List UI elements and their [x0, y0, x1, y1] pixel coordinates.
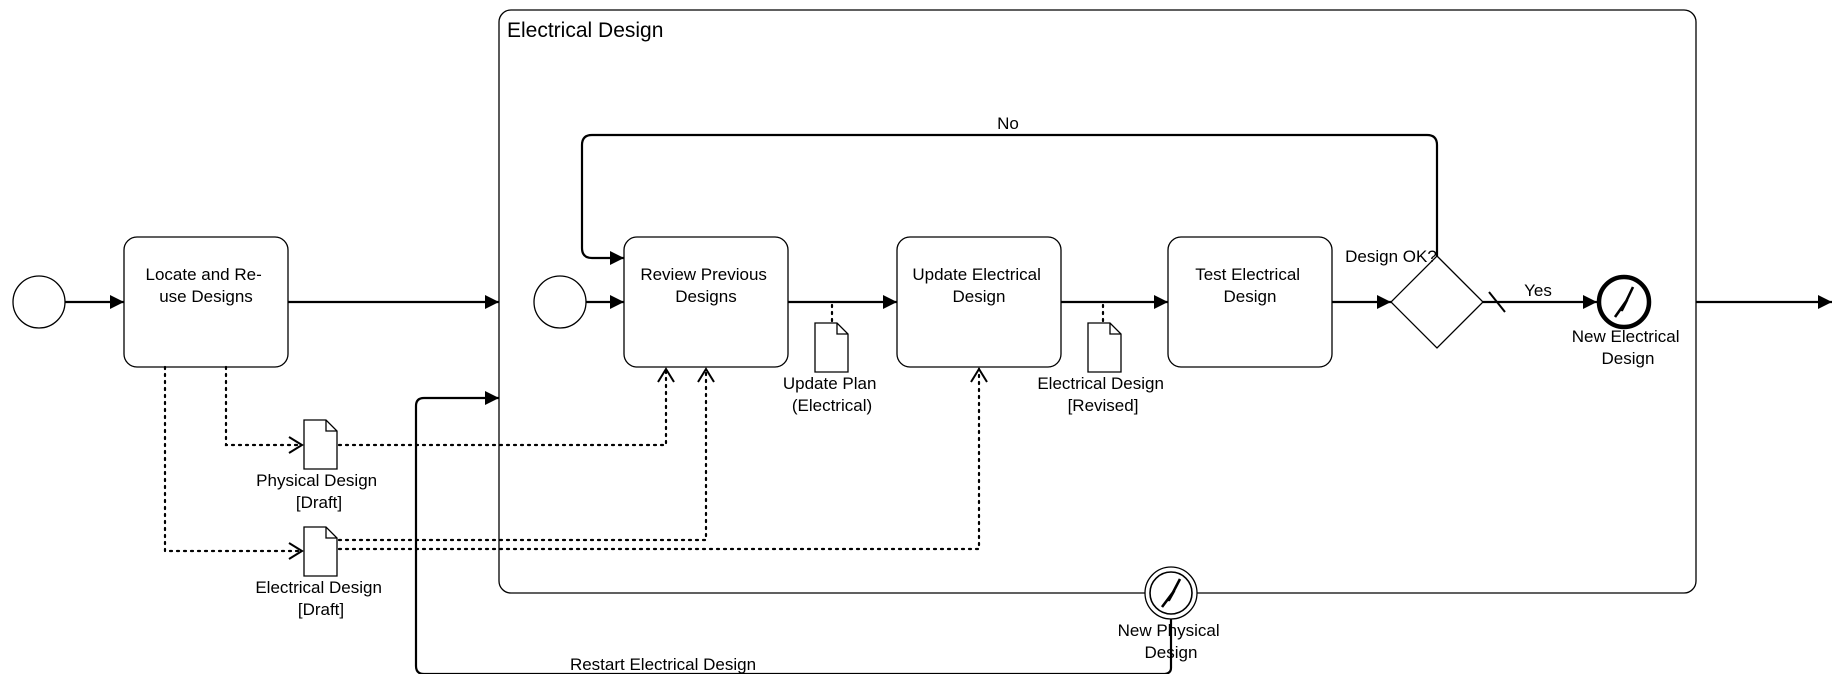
electrical-draft-label: Electrical Design [Draft] — [255, 578, 386, 619]
default-flow-slash — [1488, 291, 1506, 313]
task-review-label: Review Previous Designs — [640, 265, 771, 306]
end-event-label: New Electrical Design — [1572, 327, 1684, 368]
task-review-line-2: Designs — [675, 287, 736, 306]
task-test-line-1: Test Electrical — [1195, 265, 1300, 284]
electrical-revised-line-2: [Revised] — [1068, 396, 1139, 415]
association-head — [657, 367, 675, 383]
association-electrical-draft-to-review — [337, 367, 708, 542]
data-object-fold — [1109, 323, 1121, 335]
association-head — [288, 436, 304, 454]
inner-start-event[interactable] — [533, 275, 587, 329]
flow-label-no: No — [997, 114, 1019, 133]
task-test-label: Test Electrical Design — [1195, 265, 1305, 306]
gateway-label: Design OK? — [1345, 247, 1437, 266]
data-object-fold — [325, 420, 337, 432]
sequence-flow-restart — [414, 391, 1173, 674]
data-object-update-plan[interactable] — [814, 322, 849, 373]
electrical-revised-label: Electrical Design [Revised] — [1037, 374, 1168, 415]
end-signal-event[interactable] — [1596, 274, 1652, 330]
flow-label-restart: Restart Electrical Design — [570, 655, 756, 674]
electrical-draft-line-2: [Draft] — [298, 600, 344, 619]
data-object-physical-draft[interactable] — [303, 419, 338, 470]
association-head — [970, 367, 988, 383]
association-head — [697, 367, 715, 383]
association-electrical-draft-to-update — [337, 367, 981, 551]
data-object-electrical-draft[interactable] — [303, 526, 338, 577]
association-physical-draft-to-review — [337, 367, 668, 447]
start-event[interactable] — [12, 275, 66, 329]
end-event-line-2: Design — [1602, 349, 1655, 368]
update-plan-label: Update Plan (Electrical) — [783, 374, 881, 415]
update-plan-line-2: (Electrical) — [792, 396, 872, 415]
gateway-design-ok[interactable] — [1390, 255, 1484, 349]
task-review-line-1: Review Previous — [640, 265, 767, 284]
task-locate-line-1: Locate and Re- — [146, 265, 262, 284]
physical-draft-line-2: [Draft] — [296, 493, 342, 512]
data-object-electrical-revised[interactable] — [1087, 322, 1122, 373]
association-locate-to-electrical-draft — [163, 365, 304, 553]
association-locate-to-physical-draft — [224, 365, 304, 447]
physical-draft-label: Physical Design [Draft] — [256, 471, 382, 512]
flow-label-yes: Yes — [1524, 281, 1552, 300]
task-update-line-2: Design — [953, 287, 1006, 306]
task-locate-line-2: use Designs — [159, 287, 253, 306]
lightning-icon — [1160, 578, 1182, 608]
boundary-event-line-1: New Physical — [1118, 621, 1220, 640]
data-object-fold — [836, 323, 848, 335]
electrical-draft-line-1: Electrical Design — [255, 578, 382, 597]
boundary-event-inner — [1149, 571, 1193, 615]
data-object-fold — [325, 527, 337, 539]
update-plan-line-1: Update Plan — [783, 374, 877, 393]
physical-draft-line-1: Physical Design — [256, 471, 377, 490]
subprocess-title: Electrical Design — [507, 19, 663, 42]
task-locate-label: Locate and Re- use Designs — [146, 265, 267, 306]
electrical-revised-line-1: Electrical Design — [1037, 374, 1164, 393]
lightning-icon — [1613, 286, 1635, 318]
sequence-flow-no-loop — [580, 133, 1439, 265]
end-event-line-1: New Electrical — [1572, 327, 1680, 346]
task-update-label: Update Electrical Design — [912, 265, 1045, 306]
task-test-line-2: Design — [1224, 287, 1277, 306]
task-update-line-1: Update Electrical — [912, 265, 1041, 284]
association-head — [288, 542, 304, 560]
boundary-signal-event[interactable] — [1144, 566, 1198, 620]
